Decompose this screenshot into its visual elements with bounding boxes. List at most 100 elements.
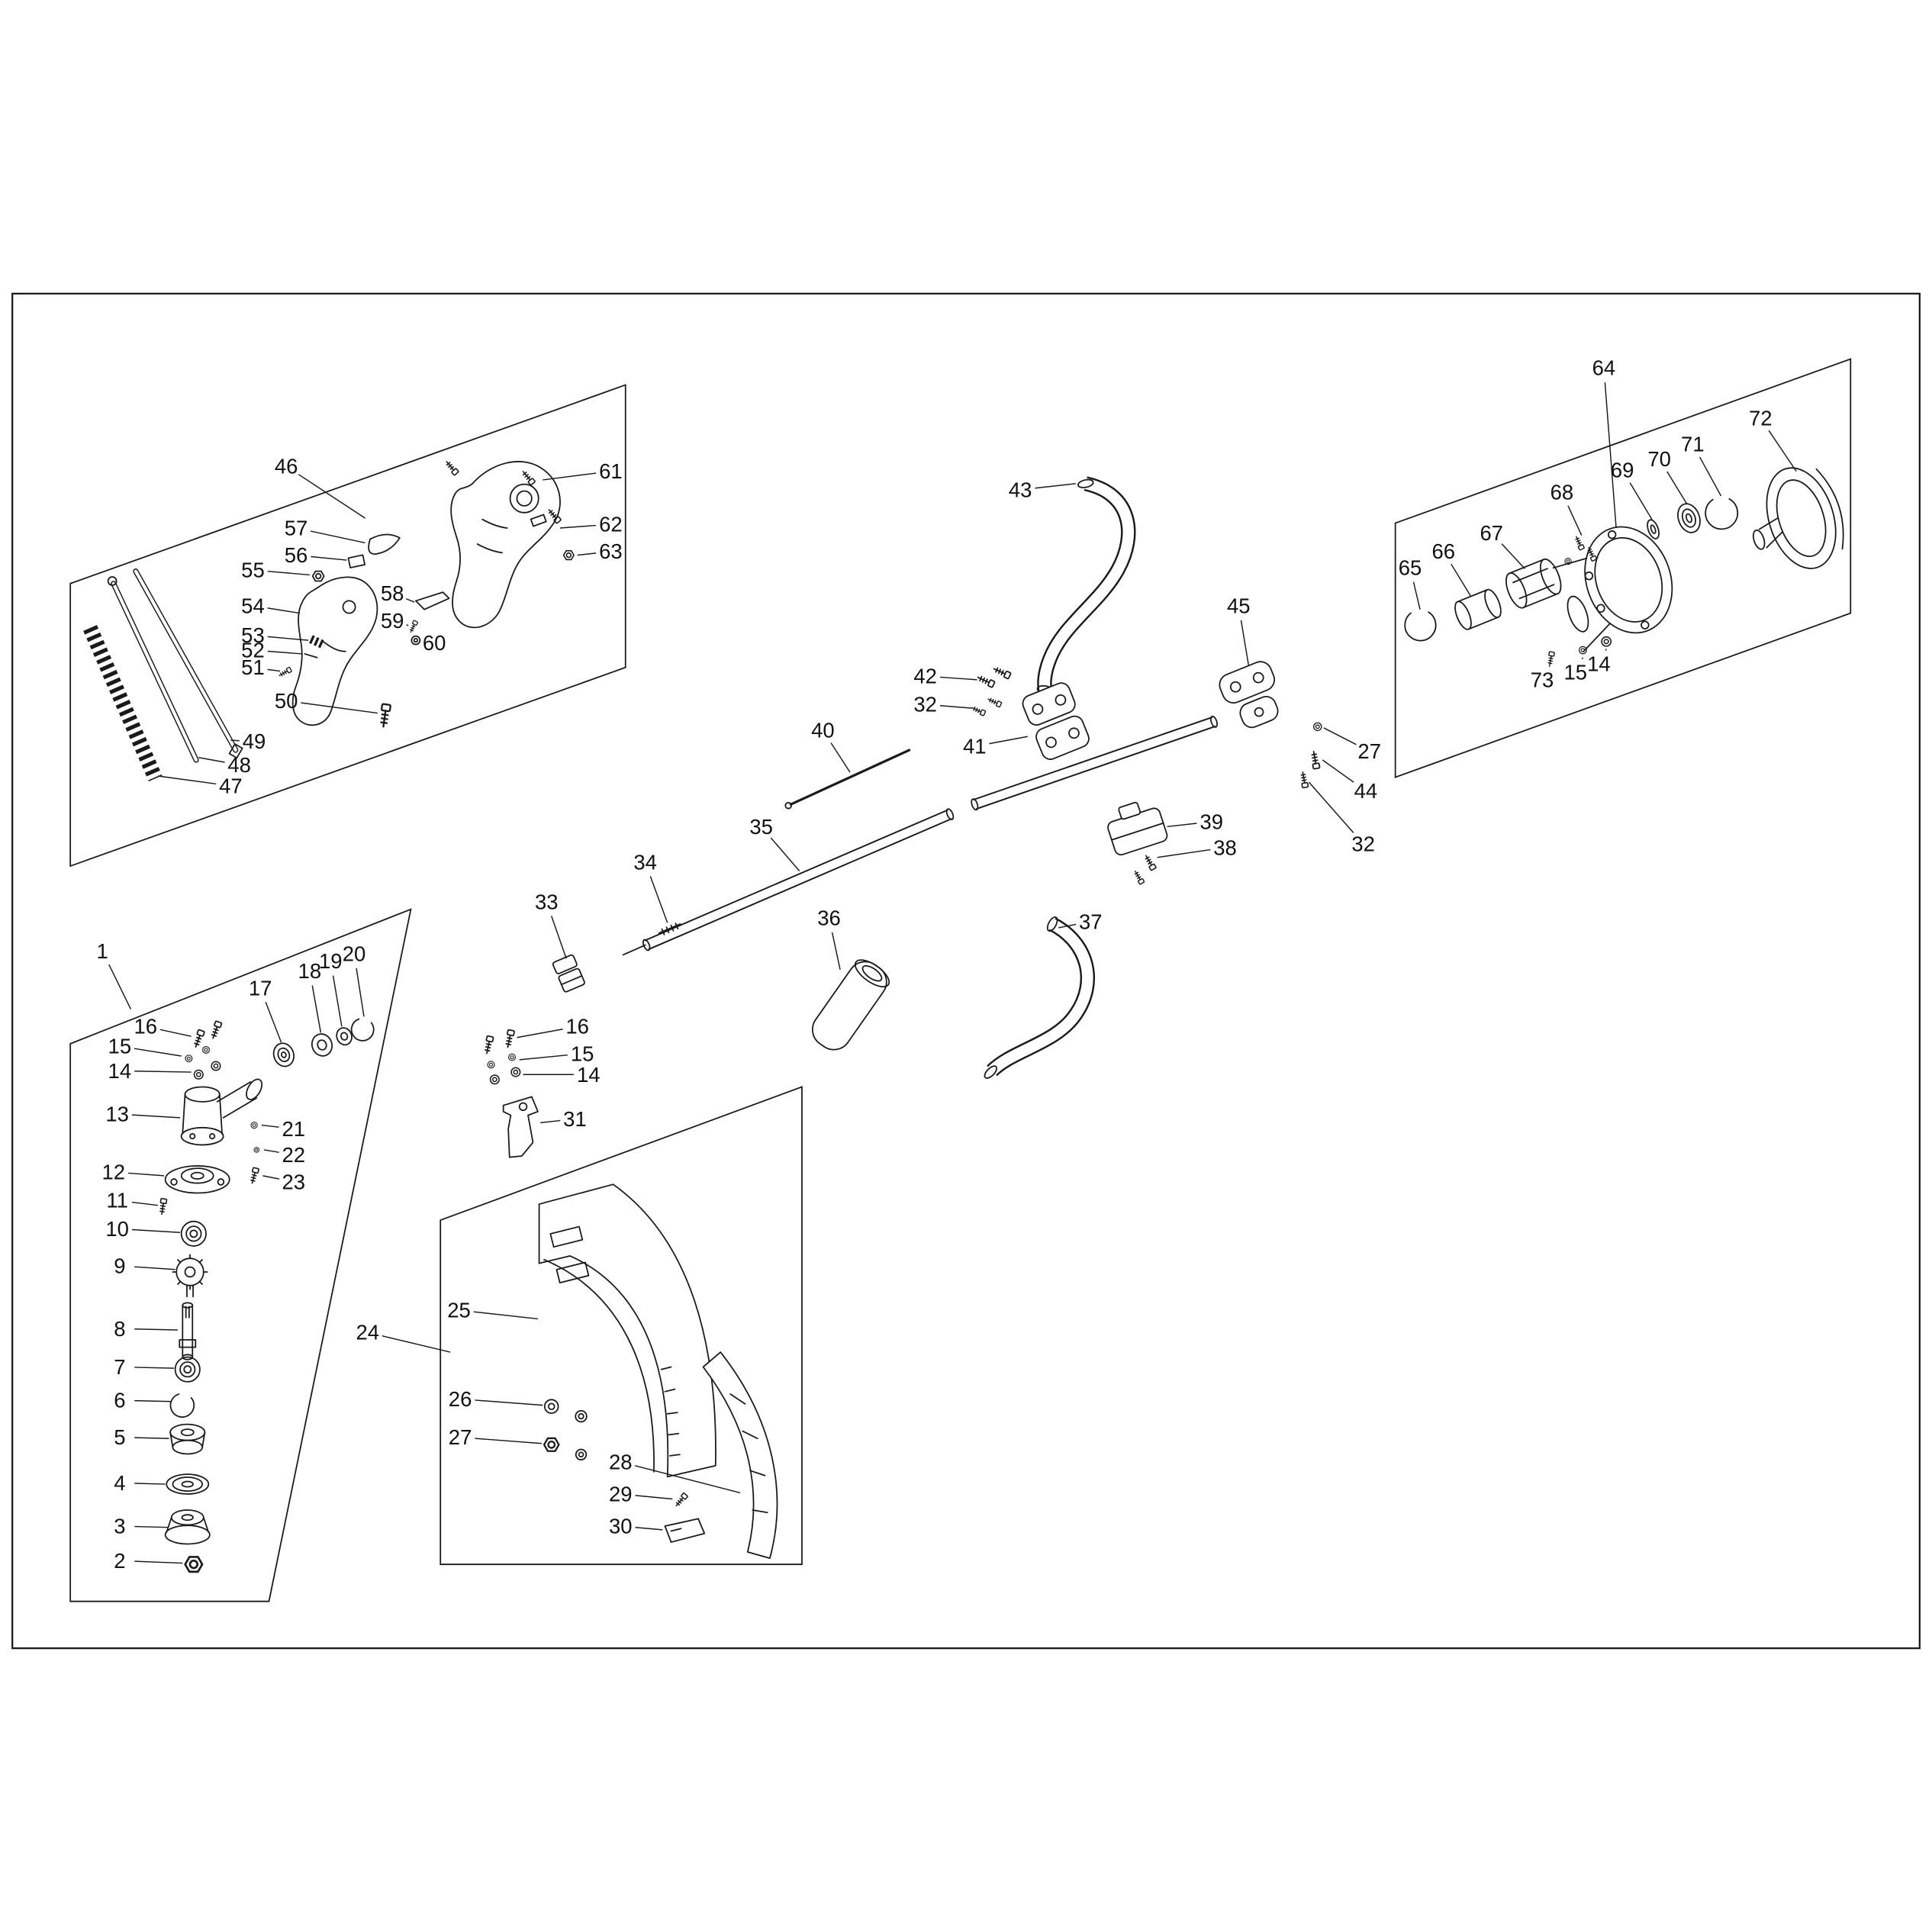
leader-line-70 — [1666, 471, 1687, 504]
part-4-clamp-washer — [166, 1473, 210, 1495]
group-box-handle-assembly — [69, 384, 626, 868]
part-number-23: 23 — [282, 1170, 306, 1193]
part-number-26: 26 — [449, 1387, 472, 1411]
part-number-31: 31 — [563, 1107, 587, 1131]
part-number-59: 59 — [381, 609, 404, 633]
part-number-27: 27 — [1357, 739, 1381, 763]
part-42-screw-glyph — [975, 674, 996, 688]
leader-line-71 — [1699, 456, 1722, 497]
part-15-washer-glyph — [185, 1055, 193, 1063]
part-number-49: 49 — [243, 729, 266, 753]
part-26-washer — [543, 1399, 559, 1415]
part-number-66: 66 — [1431, 539, 1455, 563]
part-number-21: 21 — [282, 1117, 306, 1141]
part-number-35: 35 — [749, 815, 773, 839]
part-number-10: 10 — [105, 1217, 129, 1241]
leader-line-15 — [1581, 657, 1584, 660]
part-47-spring — [83, 625, 163, 782]
leader-line-35 — [770, 837, 800, 871]
part-5-holder-cup — [169, 1423, 206, 1455]
part-38-screw-glyph — [1132, 869, 1145, 885]
leader-line-65 — [1412, 581, 1421, 610]
part-number-6: 6 — [114, 1389, 125, 1412]
part-number-14: 14 — [1587, 652, 1611, 675]
part-65-oring — [1404, 611, 1437, 642]
leader-line-59 — [406, 624, 409, 626]
part-61-screw-glyph — [443, 459, 460, 476]
part-number-50: 50 — [275, 689, 298, 713]
leader-line-22 — [263, 1149, 279, 1153]
part-42-screw-glyph — [991, 665, 1012, 680]
part-number-45: 45 — [1227, 594, 1251, 617]
leader-line-18 — [311, 985, 322, 1033]
group-box-gear-head — [69, 908, 412, 1602]
leader-line-50 — [301, 702, 378, 714]
part-number-63: 63 — [599, 539, 623, 563]
part-70-bearing — [1677, 503, 1701, 533]
part-number-41: 41 — [963, 735, 987, 758]
part-15-washer-glyph — [508, 1053, 516, 1061]
part-number-15: 15 — [108, 1035, 132, 1058]
part-7-bearing — [174, 1356, 201, 1383]
part-38-screw-glyph — [1142, 853, 1158, 871]
part-number-47: 47 — [219, 774, 243, 797]
part-64-clutch-bell-housing — [1552, 526, 1673, 652]
part-number-34: 34 — [633, 851, 657, 874]
part-44-screw-glyph — [1309, 750, 1321, 770]
part-number-15: 15 — [1563, 661, 1587, 684]
leader-line-13 — [131, 1114, 181, 1119]
part-number-11: 11 — [106, 1189, 128, 1212]
part-3-hub — [164, 1509, 211, 1545]
part-number-24: 24 — [356, 1321, 380, 1344]
leader-line-51 — [267, 668, 281, 672]
part-16-screw-glyph — [209, 1020, 223, 1041]
part-number-2: 2 — [114, 1549, 125, 1573]
part-10-bearing — [180, 1220, 207, 1247]
leader-line-56 — [311, 555, 347, 561]
leader-line-30 — [635, 1527, 663, 1531]
part-number-57: 57 — [285, 517, 308, 540]
part-63-nut-glyph — [562, 549, 575, 561]
part-32-screw-glyph — [986, 696, 1003, 708]
part-6-circlip — [169, 1393, 195, 1418]
leader-line-27 — [1323, 727, 1357, 745]
leader-line-21 — [261, 1124, 279, 1128]
part-40-throttle-rod — [784, 749, 911, 810]
part-36-front-grip — [811, 959, 890, 1051]
leader-line-52 — [267, 650, 303, 655]
part-number-73: 73 — [1531, 668, 1554, 691]
part-32-screw-glyph — [970, 704, 987, 716]
part-2-nut-glyph — [184, 1556, 204, 1573]
leader-line-69 — [1629, 482, 1653, 520]
part-34-inner-shaft-tip — [658, 923, 681, 935]
leader-line-49 — [230, 739, 240, 742]
leader-line-47 — [157, 775, 217, 785]
part-68-screw-glyph — [1573, 535, 1586, 551]
part-45-shaft-clamp — [1219, 661, 1279, 729]
leader-line-7 — [134, 1367, 174, 1369]
part-number-48: 48 — [227, 753, 251, 777]
leader-line-31 — [540, 1119, 561, 1124]
part-number-13: 13 — [105, 1103, 129, 1126]
part-13-gear-housing — [180, 1078, 263, 1146]
part-number-16: 16 — [134, 1015, 158, 1038]
part-31-bracket — [502, 1096, 539, 1158]
part-number-64: 64 — [1592, 356, 1616, 379]
part-72-clutch-drum — [1752, 467, 1844, 569]
part-number-65: 65 — [1399, 555, 1422, 579]
leader-line-10 — [131, 1228, 181, 1233]
part-number-61: 61 — [599, 459, 623, 483]
leader-line-12 — [128, 1172, 165, 1177]
leader-line-14 — [1605, 649, 1607, 651]
part-71-circlip — [1705, 498, 1739, 530]
part-55-nut-glyph — [311, 570, 325, 582]
part-73-screw-glyph — [1546, 651, 1555, 667]
part-49-throttle-rod — [133, 568, 243, 759]
part-54-handle-housing-left — [291, 576, 378, 726]
leader-line-68 — [1567, 505, 1583, 536]
part-39-switch-housing — [1107, 801, 1168, 856]
part-number-15: 15 — [571, 1042, 594, 1065]
part-number-43: 43 — [1009, 478, 1032, 501]
